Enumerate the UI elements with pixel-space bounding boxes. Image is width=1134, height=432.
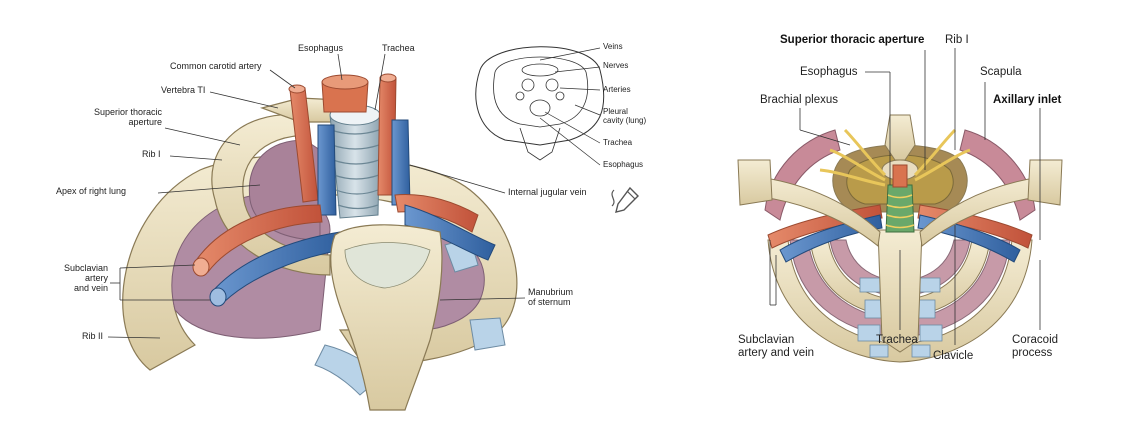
- internal-jugular-vein: [317, 124, 337, 216]
- label-scapula-r: Scapula: [980, 66, 1022, 78]
- inset-label-arteries: Arteries: [603, 85, 631, 94]
- manubrium-notch: [344, 242, 431, 289]
- edit-icon[interactable]: [611, 186, 639, 213]
- label-superior-thoracic-aperture-r: Superior thoracic aperture: [780, 34, 925, 46]
- brachial-plexus: [819, 128, 971, 187]
- esophagus-right: [892, 164, 908, 188]
- inset-label-esophagus: Esophagus: [603, 160, 644, 169]
- acromion-right: [737, 159, 773, 206]
- label-subclavian-artery-vein: Subclavian artery and vein: [63, 263, 108, 293]
- label-vertebra: Vertebra TI: [161, 85, 206, 95]
- label-brachial-plexus: Brachial plexus: [760, 94, 838, 106]
- right-leader-lines: [769, 48, 1041, 345]
- label-rib-ii: Rib II: [82, 331, 104, 341]
- rib-arc: [767, 239, 1033, 363]
- label-rib-i-r: Rib I: [945, 34, 969, 46]
- inset-label-pleural-cavity: Pleural cavity (lung): [603, 107, 647, 125]
- subclavian-artery-left: [194, 204, 323, 273]
- inset-label-trachea: Trachea: [603, 138, 633, 147]
- label-esophagus-r: Esophagus: [800, 66, 858, 78]
- trachea-shape: [329, 114, 381, 219]
- left-anatomy-figure: [122, 73, 518, 411]
- inset-label-nerves: Nerves: [603, 61, 629, 70]
- costal-cartilage: [469, 317, 506, 351]
- trachea-right: [885, 184, 915, 233]
- label-manubrium: Manubrium of sternum: [528, 287, 574, 307]
- esophagus-top: [321, 74, 369, 90]
- label-trachea: Trachea: [382, 43, 415, 53]
- inset-inner: [493, 56, 589, 128]
- label-rib-i: Rib I: [142, 149, 161, 159]
- label-superior-thoracic-aperture: Superior thoracic aperture: [93, 107, 162, 127]
- clavicle-left: [919, 174, 1059, 247]
- inset-label-veins: Veins: [603, 42, 623, 51]
- label-axillary-inlet: Axillary inlet: [993, 94, 1062, 106]
- inset-outline: [475, 46, 605, 146]
- costal-cartilages: [857, 277, 943, 358]
- label-common-carotid-artery: Common carotid artery: [170, 61, 262, 71]
- label-clavicle: Clavicle: [933, 350, 974, 362]
- trachea-rings: [330, 129, 380, 210]
- label-apex-right-lung: Apex of right lung: [56, 186, 127, 196]
- internal-jugular-vein: [391, 119, 411, 206]
- label-trachea-r: Trachea: [876, 334, 918, 346]
- left-leader-lines: [107, 53, 526, 339]
- label-coracoid-process: Coracoid process: [1012, 334, 1059, 359]
- acromion-left: [1027, 159, 1063, 206]
- clavicle-right: [741, 174, 881, 247]
- label-internal-jugular-vein: Internal jugular vein: [508, 187, 587, 197]
- label-esophagus: Esophagus: [298, 43, 344, 53]
- label-subclavian-r: Subclavian artery and vein: [738, 334, 815, 359]
- inset-cross-section: [475, 46, 605, 166]
